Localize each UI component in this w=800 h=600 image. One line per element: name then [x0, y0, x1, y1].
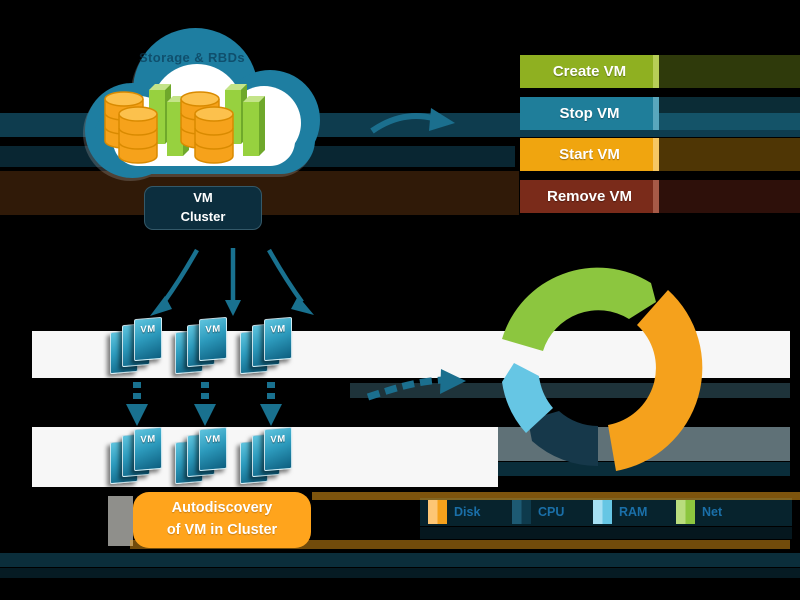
legend-label: CPU: [538, 505, 565, 519]
cloud-to-buttons-arrow: [370, 108, 455, 134]
legend-item-disk: Disk: [428, 500, 480, 524]
artifact-band: [420, 527, 792, 539]
artifact-band: [0, 568, 800, 578]
artifact-band: [659, 180, 800, 213]
vm-badge-label: VM: [205, 433, 221, 446]
stop-vm-label: Stop VM: [559, 105, 620, 122]
vm-badge-label: VM: [270, 433, 286, 446]
autodiscovery-line2: of VM in Cluster: [166, 522, 278, 538]
stacks-to-cycle-arrow: [366, 369, 466, 401]
legend-item-cpu: CPU: [512, 500, 564, 524]
cycle-arc-light-blue: [502, 363, 553, 433]
legend-item-ram: RAM: [593, 500, 647, 524]
vm-badge-label: VM: [140, 433, 156, 446]
vm-cluster-line2: Cluster: [180, 209, 226, 224]
vm-stack: VM: [110, 426, 162, 485]
vm-stack: VM: [110, 316, 162, 375]
vm-cluster-line1: VM: [193, 190, 213, 206]
start-vm-label: Start VM: [559, 146, 620, 163]
artifact-band: [659, 97, 800, 130]
stop-vm-button[interactable]: Stop VM: [520, 97, 659, 130]
artifact-band: [0, 553, 800, 567]
cloud-illustration: [85, 28, 320, 178]
legend-swatch-dark-teal: [512, 500, 531, 524]
cycle-arc-dark-teal: [528, 411, 598, 467]
vm-badge-label: VM: [205, 323, 221, 336]
autodiscovery-line1: Autodiscovery: [171, 500, 273, 517]
vm-stack: VM: [240, 426, 292, 485]
artifact-band: [659, 55, 800, 88]
diverging-arrows: [150, 248, 314, 316]
vm-badge-label: VM: [270, 323, 286, 336]
legend-swatch-green: [676, 500, 695, 524]
legend-label: RAM: [619, 505, 648, 519]
vm-cluster-label: VM Cluster: [144, 186, 262, 230]
autodiscovery-label: Autodiscovery of VM in Cluster: [133, 492, 311, 548]
create-vm-button[interactable]: Create VM: [520, 55, 659, 88]
cycle-arc-green: [502, 267, 656, 351]
legend-label: Disk: [454, 505, 481, 519]
artifact-band: [312, 492, 800, 500]
remove-vm-label: Remove VM: [546, 188, 633, 205]
artifact-band: [498, 462, 790, 476]
vm-badge-label: VM: [140, 323, 156, 336]
artifact-band: [108, 496, 133, 546]
down-arrows: [126, 382, 282, 426]
legend-swatch-light-blue: [593, 500, 612, 524]
lifecycle-cycle: [502, 267, 703, 471]
vm-stack: VM: [240, 316, 292, 375]
artifact-band: [130, 540, 790, 549]
start-vm-button[interactable]: Start VM: [520, 138, 659, 171]
remove-vm-button[interactable]: Remove VM: [520, 180, 659, 213]
legend-swatch-orange: [428, 500, 447, 524]
create-vm-label: Create VM: [552, 63, 627, 80]
vm-stack: VM: [175, 426, 227, 485]
vm-stack: VM: [175, 316, 227, 375]
cloud-watermark-text: Storage & RBDs: [138, 50, 245, 65]
artifact-band: [659, 138, 800, 171]
legend-item-net: Net: [676, 500, 722, 524]
legend-label: Net: [702, 505, 723, 519]
cycle-arc-orange: [608, 290, 703, 471]
